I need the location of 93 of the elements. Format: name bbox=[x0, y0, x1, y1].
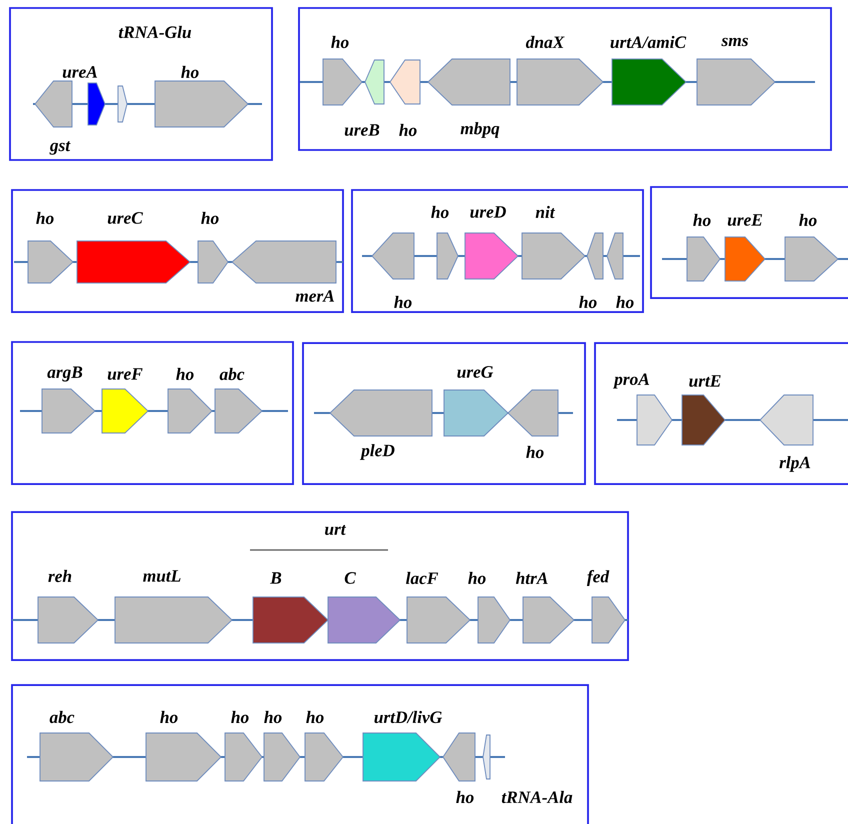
node-label: ho bbox=[616, 296, 634, 308]
gene-block: ho bbox=[146, 710, 222, 782]
node-label: ho bbox=[331, 36, 349, 48]
node-label: ho bbox=[394, 296, 412, 308]
gene-block: rlpA bbox=[759, 394, 814, 472]
gene-block: ureC bbox=[76, 212, 191, 284]
node-label: ho bbox=[160, 710, 178, 724]
gene-block: abc bbox=[40, 710, 114, 782]
gene-block: urtA/amiC bbox=[610, 36, 687, 106]
node-label: ho bbox=[693, 214, 711, 226]
node-label: ho bbox=[799, 214, 817, 226]
node-label: ho bbox=[431, 206, 449, 218]
node-label: ureA bbox=[62, 66, 98, 78]
node-label: nit bbox=[536, 206, 556, 218]
node-label: ho bbox=[456, 790, 474, 804]
gene-block: ho bbox=[28, 212, 74, 284]
gene-block: dnaX bbox=[516, 36, 604, 106]
gene-block: ureE bbox=[724, 214, 766, 282]
node-label: mbpq bbox=[460, 122, 500, 138]
node-label: abc bbox=[50, 710, 74, 724]
node-label: reh bbox=[48, 570, 72, 582]
node-label: ho bbox=[399, 124, 417, 136]
node-label: ureE bbox=[728, 214, 762, 226]
node-label: merA bbox=[296, 290, 334, 302]
node-label: urtE bbox=[689, 375, 721, 387]
gene-block: reh bbox=[38, 570, 99, 644]
node-label: fed bbox=[586, 570, 610, 586]
gene-block: ho bbox=[198, 212, 229, 284]
node-label: htrA bbox=[516, 572, 548, 584]
gene-block: C bbox=[328, 572, 401, 644]
node-label: argB bbox=[47, 366, 82, 382]
gene-block: ho bbox=[606, 232, 634, 308]
gene-block: ureF bbox=[102, 368, 149, 434]
node-label: B bbox=[270, 572, 282, 584]
node-label: ho bbox=[526, 446, 544, 458]
node-label: gst bbox=[50, 141, 71, 155]
gene-block: ho bbox=[431, 206, 459, 280]
node-label: mutL bbox=[143, 570, 180, 582]
node-label: ureB bbox=[344, 124, 380, 136]
node-label: proA bbox=[612, 373, 650, 389]
node-label: pleD bbox=[360, 444, 394, 460]
node-label: ho bbox=[231, 710, 249, 724]
node-label: ureG bbox=[457, 366, 494, 378]
operon-label: urt bbox=[325, 525, 346, 535]
node-label: urtD/livG bbox=[374, 710, 442, 724]
node-label: tRNA-Ala bbox=[502, 790, 572, 804]
gene-block: pleD bbox=[329, 390, 432, 460]
gene-block: ho bbox=[468, 572, 511, 644]
gene-block: argB bbox=[42, 366, 96, 434]
gene-block: ureG bbox=[444, 366, 509, 436]
node-label: ho bbox=[201, 212, 219, 224]
gene-block: ho bbox=[168, 368, 213, 434]
node-label: urtA/amiC bbox=[610, 36, 686, 48]
gene-block: ho bbox=[371, 232, 414, 308]
gene-block: mbpq bbox=[427, 58, 510, 138]
node-label: lacF bbox=[406, 572, 438, 584]
gene-block: ho bbox=[784, 214, 839, 282]
gene-block: ho bbox=[686, 214, 721, 282]
gene-block: ho bbox=[264, 710, 301, 782]
node-label: abc bbox=[220, 368, 244, 380]
node-label: ho bbox=[579, 296, 597, 308]
node-label: ho bbox=[306, 710, 324, 724]
gene-block: ureD bbox=[464, 206, 519, 280]
gene-block: ho bbox=[442, 732, 476, 804]
gene-block: htrA bbox=[516, 572, 575, 644]
node-label: dnaX bbox=[526, 36, 565, 48]
node-label: ureF bbox=[108, 368, 143, 380]
gene-block: ho bbox=[224, 710, 263, 782]
gene-block: fed bbox=[586, 570, 626, 644]
gene-block: urtE bbox=[682, 375, 726, 446]
gene-block: ho bbox=[389, 60, 420, 136]
node-label: tRNA-Glu bbox=[118, 26, 192, 38]
gene-block: ho bbox=[154, 66, 249, 128]
gene-block: merA bbox=[231, 240, 336, 302]
node-label: ho bbox=[36, 212, 54, 224]
gene-block: proA bbox=[612, 373, 673, 446]
node-label: ureC bbox=[108, 212, 143, 224]
node-label: ho bbox=[468, 572, 486, 584]
node-label: sms bbox=[721, 38, 748, 46]
node-label: ho bbox=[264, 710, 282, 724]
gene-block: B bbox=[252, 572, 329, 644]
gene-block: ho bbox=[507, 390, 558, 458]
node-label: rlpA bbox=[779, 456, 810, 472]
node-label: ho bbox=[176, 368, 194, 380]
gene-block: mutL bbox=[114, 570, 233, 644]
node-label: ureD bbox=[470, 206, 506, 218]
node-label: ho bbox=[181, 66, 199, 78]
gene-block: tRNA-Ala bbox=[482, 734, 572, 804]
gene-block: abc bbox=[214, 368, 263, 434]
node-label: C bbox=[344, 572, 356, 584]
gene-block: ho bbox=[304, 710, 344, 782]
gene-block: urtD/livG bbox=[362, 710, 442, 782]
gene-block: sms bbox=[696, 38, 776, 106]
